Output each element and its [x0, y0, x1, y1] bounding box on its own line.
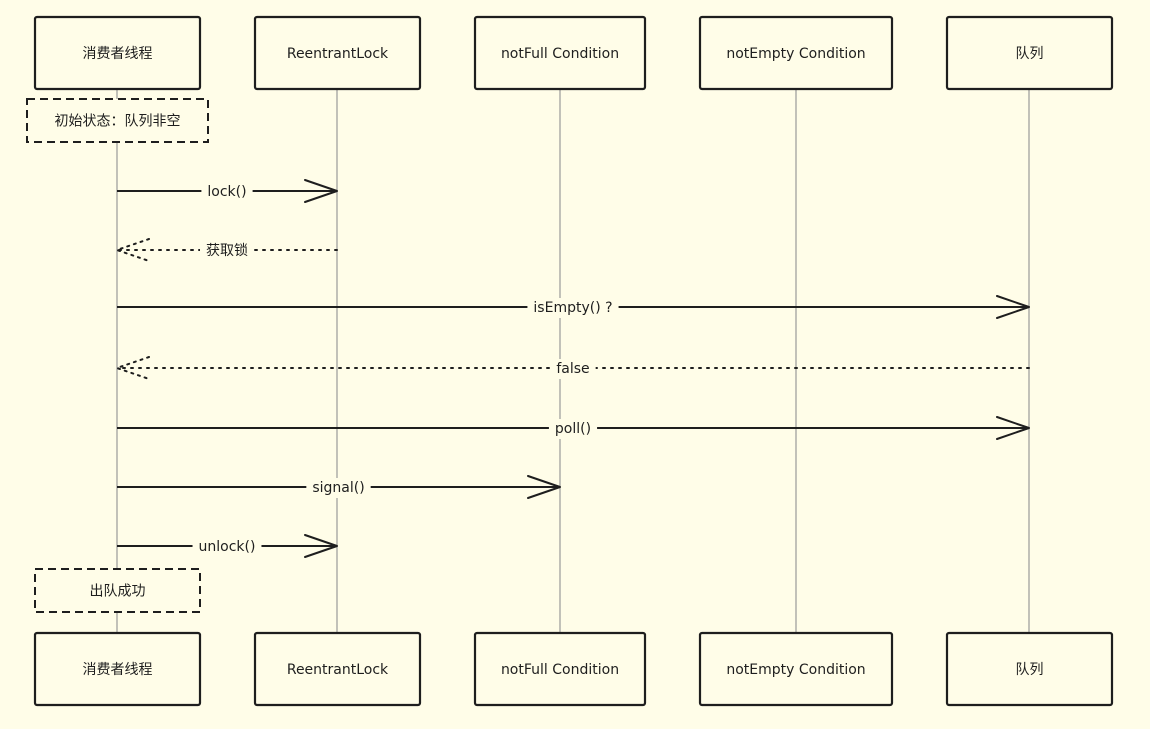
arrowhead [527, 475, 561, 499]
participant-notEmpty-top: notEmpty Condition [698, 15, 894, 91]
note-box [26, 98, 209, 143]
participant-notFull-top: notFull Condition [473, 15, 647, 91]
arrowhead [996, 295, 1030, 319]
participant-label: 消费者线程 [83, 662, 153, 678]
note-box [34, 568, 201, 613]
message-4: false [113, 356, 1030, 380]
participant-label: 队列 [1016, 662, 1044, 678]
message-label: 获取锁 [206, 243, 248, 259]
participant-label: notEmpty Condition [726, 662, 865, 678]
message-label: signal() [312, 480, 364, 496]
participant-label: notFull Condition [501, 46, 619, 62]
participant-box [33, 15, 202, 91]
message-label-bg [527, 298, 619, 318]
participant-box [33, 631, 202, 707]
message-label-bg [192, 537, 262, 557]
message-5: poll() [117, 416, 1030, 440]
participant-label: 消费者线程 [83, 46, 153, 62]
participant-box [698, 631, 894, 707]
participant-notEmpty-bottom: notEmpty Condition [698, 631, 894, 707]
message-label-bg [200, 241, 254, 261]
participant-box [945, 631, 1114, 707]
participant-label: ReentrantLock [287, 662, 389, 678]
participant-label: ReentrantLock [287, 46, 389, 62]
participants: 消费者线程消费者线程ReentrantLockReentrantLocknotF… [33, 15, 1114, 707]
message-1: lock() [117, 179, 338, 203]
participant-box [698, 15, 894, 91]
arrowhead [113, 356, 150, 380]
participant-label: 队列 [1016, 46, 1044, 62]
note-text: 初始状态：队列非空 [55, 113, 181, 130]
message-label: false [556, 361, 589, 377]
participant-queue-top: 队列 [945, 15, 1114, 91]
message-label-bg [201, 182, 253, 202]
message-7: unlock() [117, 534, 338, 558]
participant-box [473, 631, 647, 707]
participant-consumer-top: 消费者线程 [33, 15, 202, 91]
message-label: lock() [207, 184, 246, 200]
arrowhead [113, 238, 150, 262]
message-label: unlock() [199, 539, 256, 555]
messages: lock() 获取锁 isEmpty() ? false poll() signal() u… [113, 179, 1030, 558]
participant-box [253, 15, 422, 91]
message-label-bg [306, 478, 371, 498]
message-2: 获取锁 [113, 238, 338, 262]
note-initial: 初始状态：队列非空 [26, 98, 209, 143]
participant-lock-top: ReentrantLock [253, 15, 422, 91]
arrowhead [996, 416, 1030, 440]
message-label: poll() [555, 421, 591, 437]
message-label-bg [550, 359, 596, 379]
participant-box [473, 15, 647, 91]
message-6: signal() [117, 475, 561, 499]
message-label-bg [548, 419, 598, 439]
participant-lock-bottom: ReentrantLock [253, 631, 422, 707]
note-success: 出队成功 [34, 568, 201, 613]
participant-queue-bottom: 队列 [945, 631, 1114, 707]
participant-label: notFull Condition [501, 662, 619, 678]
message-label: isEmpty() ? [533, 300, 612, 316]
arrowhead [304, 179, 338, 203]
participant-notFull-bottom: notFull Condition [473, 631, 647, 707]
arrowhead [304, 534, 338, 558]
message-3: isEmpty() ? [117, 295, 1030, 319]
participant-consumer-bottom: 消费者线程 [33, 631, 202, 707]
participant-label: notEmpty Condition [726, 46, 865, 62]
participant-box [945, 15, 1114, 91]
note-text: 出队成功 [90, 584, 146, 600]
participant-box [253, 631, 422, 707]
